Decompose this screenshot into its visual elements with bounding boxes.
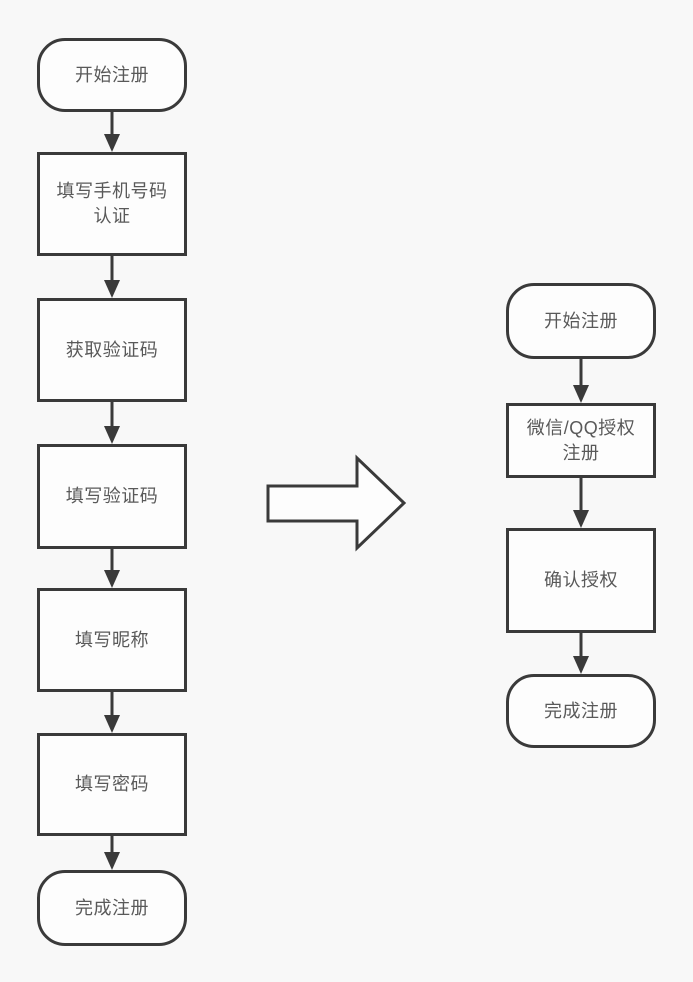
node-label: 完成注册 — [75, 897, 149, 918]
phone-registration-flow-finish-terminator: 完成注册 — [37, 870, 187, 946]
connector-arrowhead — [104, 715, 120, 733]
connector-arrowhead — [573, 510, 589, 528]
connector-arrowhead — [104, 570, 120, 588]
phone-registration-flow-fill-nickname-step: 填写昵称 — [37, 588, 187, 692]
social-registration-flow-start-terminator: 开始注册 — [506, 283, 656, 359]
node-label: 开始注册 — [544, 310, 618, 331]
connector-arrowhead — [104, 280, 120, 298]
social-registration-flow-finish-terminator: 完成注册 — [506, 674, 656, 748]
node-label: 确认授权 — [544, 570, 618, 590]
node-label: 填写密码 — [75, 774, 149, 794]
connector-arrowhead — [573, 385, 589, 403]
connector-arrowhead — [104, 134, 120, 152]
node-label: 开始注册 — [75, 64, 149, 85]
node-label: 获取验证码 — [65, 339, 159, 360]
node-label: 填写手机号码 认证 — [56, 181, 168, 226]
phone-registration-flow-fill-password-step: 填写密码 — [37, 733, 187, 836]
phone-registration-flow-fill-phone-number-auth-step: 填写手机号码 认证 — [37, 152, 187, 256]
connector-arrowhead — [104, 426, 120, 444]
node-label: 填写验证码 — [65, 486, 159, 506]
node-label: 微信/QQ授权 注册 — [526, 417, 636, 463]
social-registration-flow-wechat-qq-auth-register-step: 微信/QQ授权 注册 — [506, 403, 656, 478]
node-label: 完成注册 — [544, 700, 618, 721]
social-registration-flow-confirm-authorization-step: 确认授权 — [506, 528, 656, 633]
transform-right-arrow — [266, 454, 407, 552]
phone-registration-flow-fill-verification-code-step: 填写验证码 — [37, 444, 187, 549]
phone-registration-flow-get-verification-code-step: 获取验证码 — [37, 298, 187, 402]
phone-registration-flow-start-terminator: 开始注册 — [37, 38, 187, 112]
connector-arrowhead — [573, 656, 589, 674]
node-label: 填写昵称 — [75, 629, 149, 650]
connector-arrowhead — [104, 852, 120, 870]
